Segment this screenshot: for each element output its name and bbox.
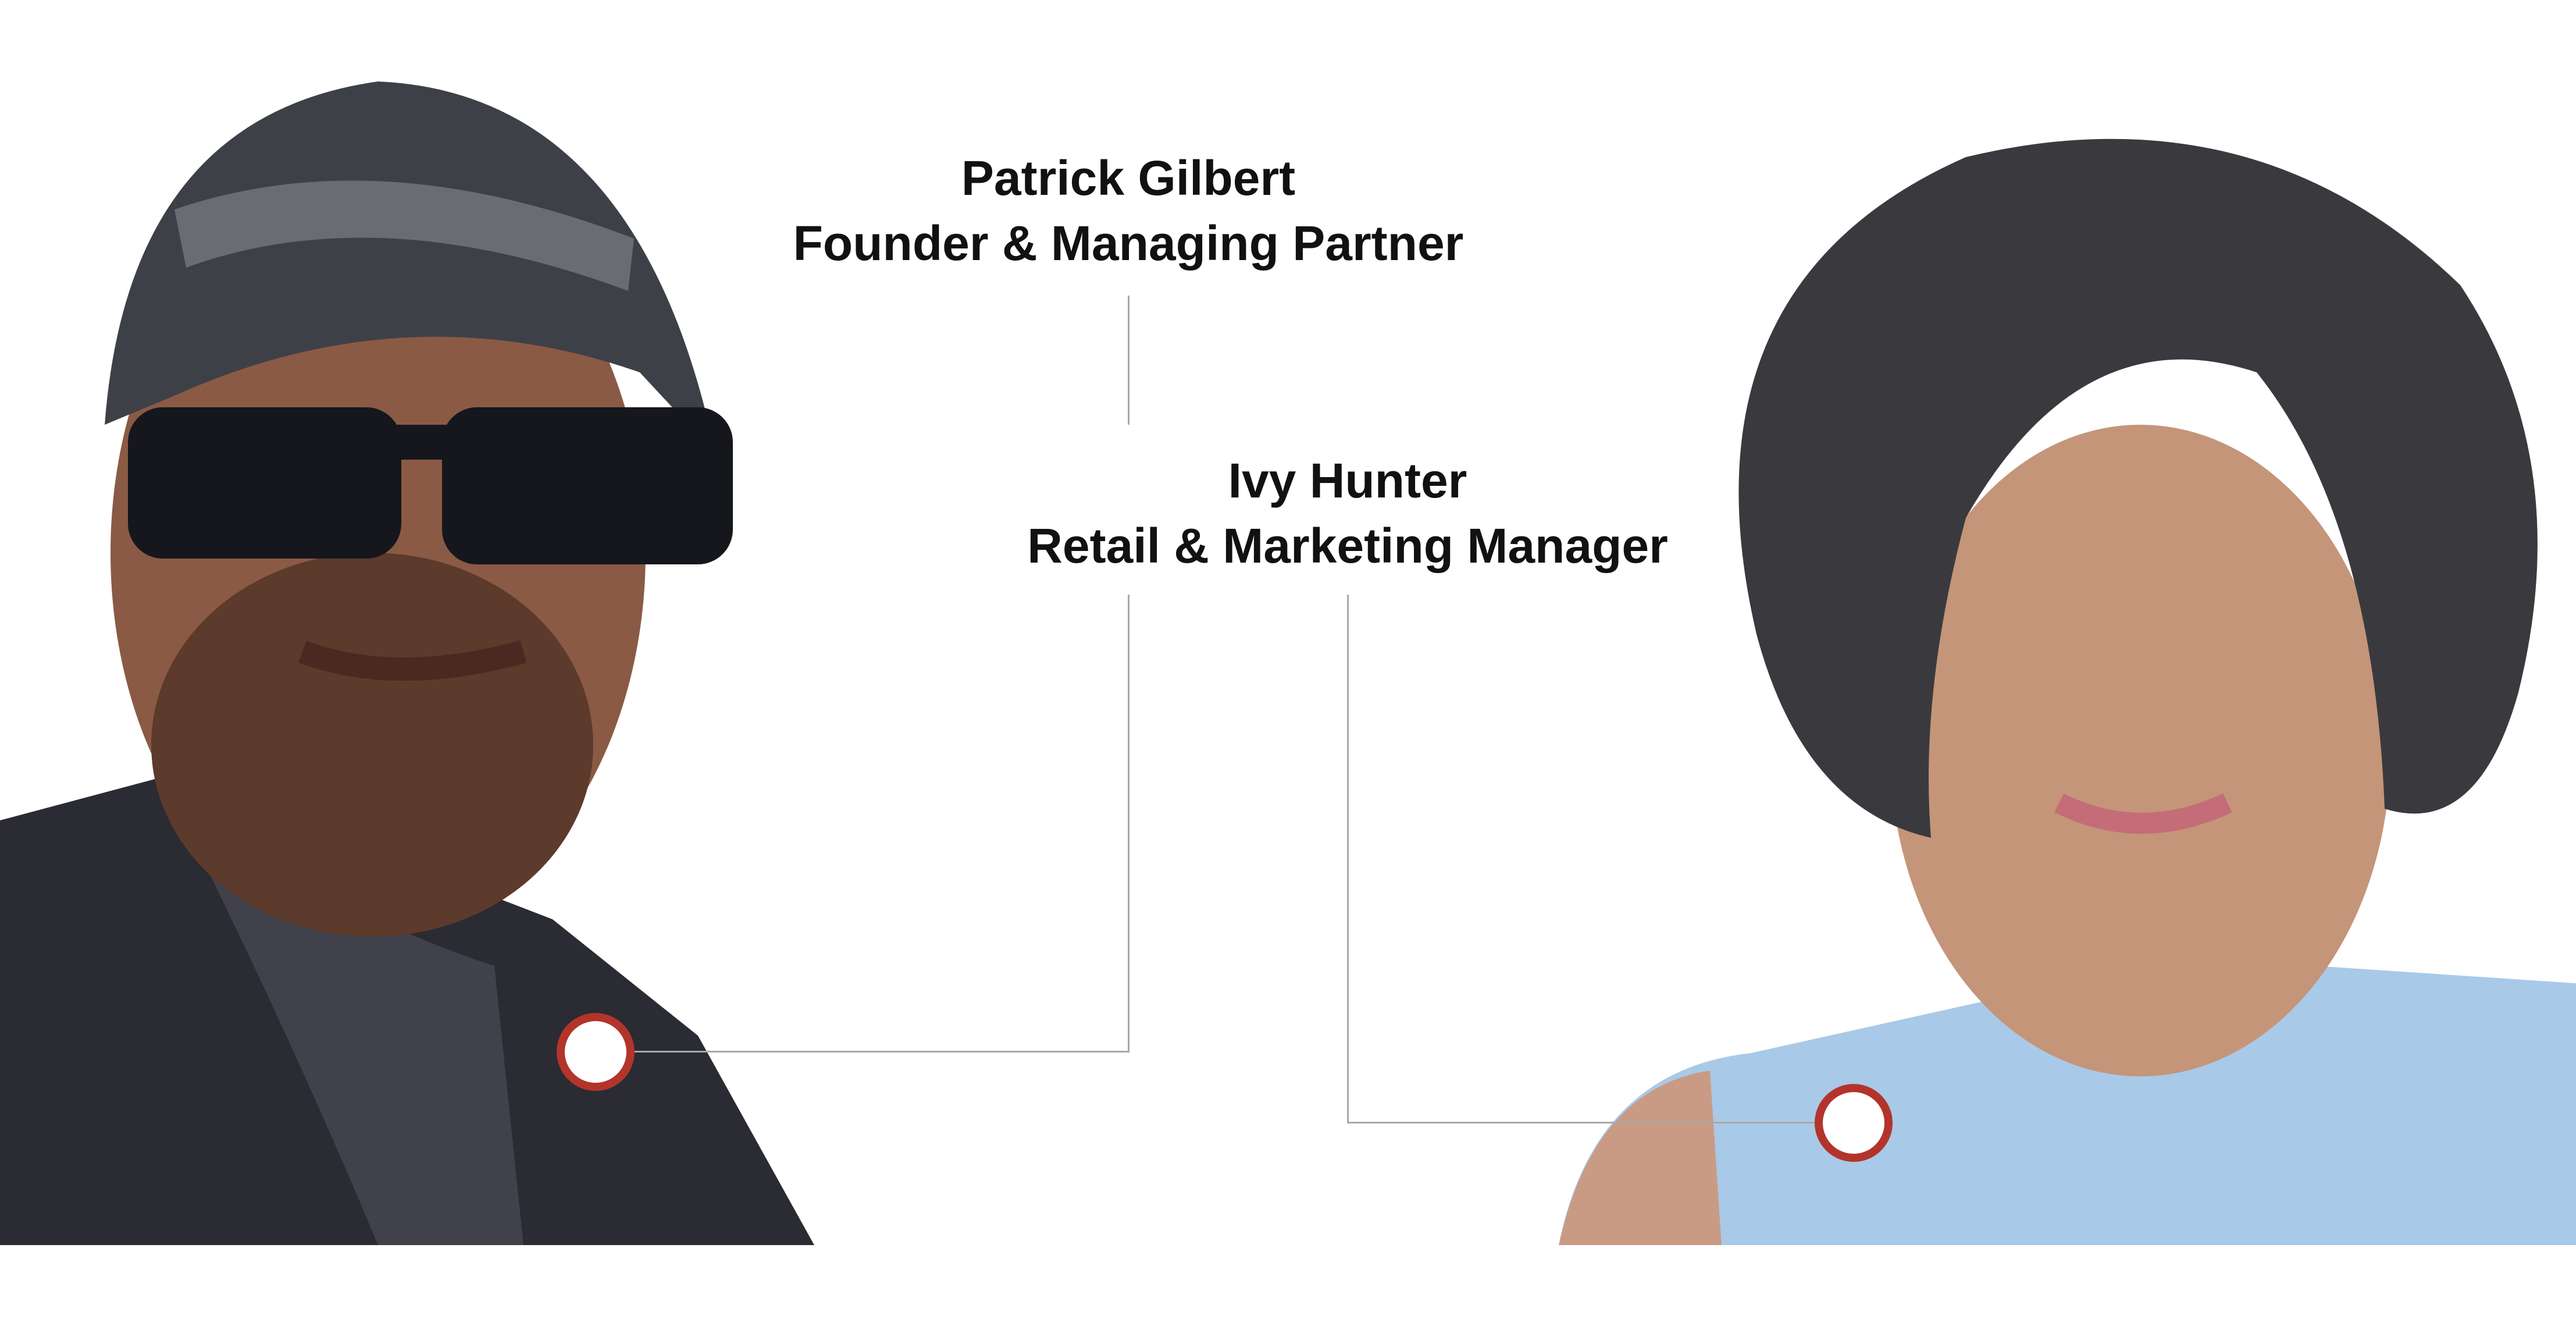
patrick-connector-horizontal <box>631 1051 1130 1053</box>
ivy-marker[interactable] <box>1815 1084 1893 1162</box>
ivy-name: Ivy Hunter <box>1228 453 1467 508</box>
patrick-marker[interactable] <box>557 1013 635 1091</box>
ivy-caption: Ivy Hunter Retail & Marketing Manager <box>1027 448 1668 578</box>
ivy-portrait <box>1559 138 2576 1245</box>
patrick-caption: Patrick Gilbert Founder & Managing Partn… <box>793 145 1464 276</box>
ivy-title: Retail & Marketing Manager <box>1027 518 1668 573</box>
ivy-connector-vertical <box>1347 595 1349 1123</box>
patrick-name: Patrick Gilbert <box>961 151 1296 205</box>
patrick-connector-top <box>1128 296 1130 425</box>
patrick-title: Founder & Managing Partner <box>793 216 1464 271</box>
patrick-portrait <box>0 81 814 1245</box>
ivy-connector-horizontal <box>1347 1122 1818 1124</box>
patrick-connector-vertical <box>1128 595 1130 1053</box>
